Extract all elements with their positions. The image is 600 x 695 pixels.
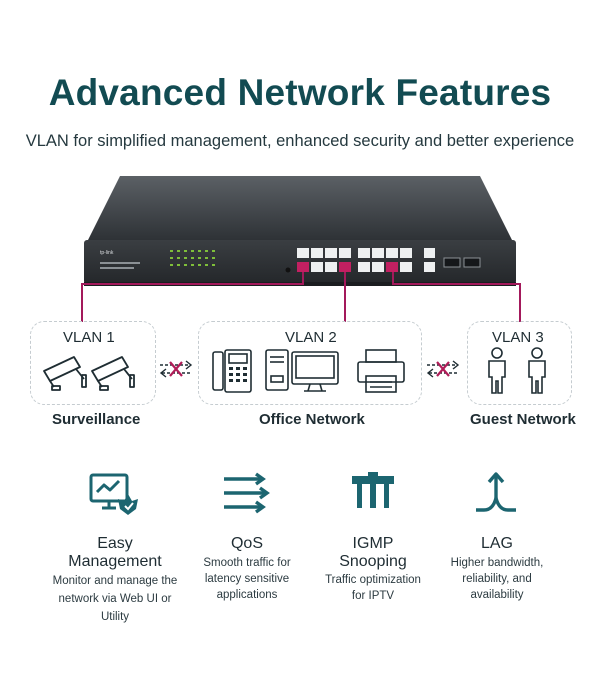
rj45-ports: [297, 248, 481, 272]
vlan-connection-lines: [81, 272, 521, 322]
blocked-link-icon: [426, 360, 460, 378]
igmp-branch-icon: [352, 472, 394, 508]
status-leds: [170, 250, 215, 266]
vlan1-label: VLAN 1: [63, 329, 115, 346]
vlan3-icons: [488, 347, 546, 394]
guest-network-label: Guest Network: [470, 411, 576, 428]
blocked-link-icon: [159, 360, 193, 378]
person-icon: [488, 347, 506, 394]
lag-merge-icon: [476, 472, 516, 512]
vlan3-group: [467, 321, 572, 405]
brand-logo: tp-link: [100, 250, 114, 256]
feature-lag-title: LAG: [480, 535, 513, 552]
qos-arrows-icon: [224, 472, 270, 514]
page-title: Advanced Network Features: [48, 72, 552, 113]
vlan1-icons: [43, 356, 135, 391]
security-camera-icon: [91, 356, 135, 391]
security-camera-icon: [43, 356, 87, 391]
vlan1-group: [30, 321, 156, 405]
vlan3-label: VLAN 3: [492, 329, 544, 346]
office-network-label: Office Network: [259, 411, 365, 428]
vlan2-label: VLAN 2: [285, 329, 337, 346]
monitor-check-icon: [89, 473, 138, 515]
printer-icon: [357, 349, 405, 393]
feature-qos-title: QoS: [230, 535, 263, 552]
page-subtitle: VLAN for simplified management, enhanced…: [25, 132, 575, 150]
network-switch-illustration: tp-link: [84, 176, 516, 286]
vlan2-icons: [212, 349, 405, 393]
desktop-computer-icon: [265, 349, 339, 392]
surveillance-label: Surveillance: [52, 411, 141, 428]
person-icon: [528, 347, 546, 394]
vlan2-group: [198, 321, 422, 405]
ip-phone-icon: [212, 349, 252, 393]
